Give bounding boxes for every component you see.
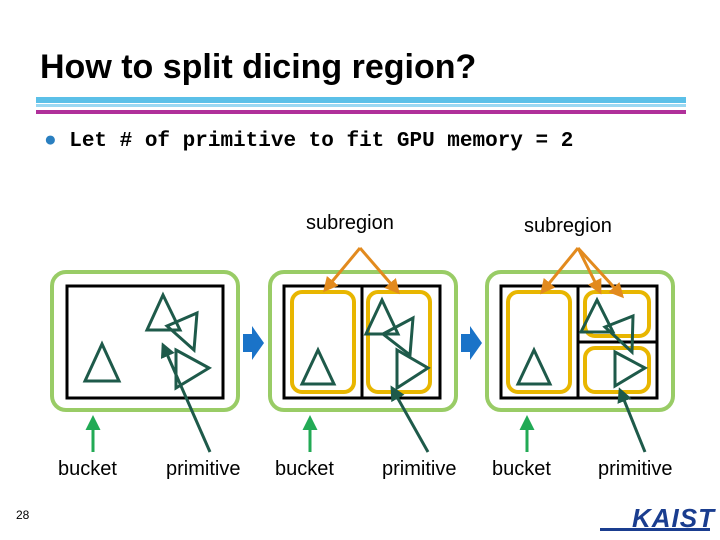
primitive-triangle <box>515 346 553 386</box>
bucket-box <box>290 290 356 394</box>
panel-2 <box>268 270 458 412</box>
bullet-text: Let # of primitive to fit GPU memory = 2 <box>69 130 574 153</box>
region-outline-3 <box>485 270 675 412</box>
primitive-triangle <box>395 347 431 391</box>
title-underline-light-blue <box>36 104 686 107</box>
primitive-label: primitive <box>598 458 673 480</box>
region-outline-1 <box>50 270 240 412</box>
primitive-label: primitive <box>382 458 457 480</box>
bullet-point: ● Let # of primitive to fit GPU memory =… <box>44 130 573 153</box>
subregion-label: subregion <box>306 212 394 234</box>
page-number: 28 <box>16 508 30 522</box>
primitive-arrow <box>160 342 212 453</box>
primitive-triangle <box>380 315 415 358</box>
bullet-dot-icon: ● <box>44 130 57 153</box>
primitive-triangle <box>82 340 122 383</box>
region-outline-2 <box>268 270 458 412</box>
primitive-arrow <box>390 385 430 453</box>
title-underline-blue <box>36 97 686 103</box>
subregion-arrows <box>323 246 625 299</box>
primitive-triangle <box>299 346 337 386</box>
primitive-arrow <box>617 387 647 453</box>
dicing-region-1 <box>65 284 225 400</box>
primitive-triangle <box>144 291 183 332</box>
subregion-label: subregion <box>524 215 612 237</box>
page-title: How to split dicing region? <box>40 48 477 86</box>
primitive-triangle <box>578 296 616 334</box>
logo-underline <box>600 528 710 531</box>
panel-3 <box>485 270 675 412</box>
bucket-box <box>583 290 651 338</box>
bucket-arrows <box>85 415 535 452</box>
panel-1 <box>50 270 240 412</box>
primitive-triangle <box>164 310 199 354</box>
primitive-arrows <box>160 342 647 453</box>
primitive-triangle <box>174 347 213 391</box>
primitive-triangle <box>602 313 635 356</box>
bucket-box <box>506 290 572 394</box>
primitive-label: primitive <box>166 458 241 480</box>
subregion-arrow <box>358 247 400 295</box>
bucket-label: bucket <box>58 458 117 480</box>
subregion-arrow <box>576 246 625 299</box>
subregion-arrow <box>540 247 580 295</box>
subregion-arrow <box>323 247 362 293</box>
step-arrow-icon <box>461 326 482 360</box>
bucket-label: bucket <box>275 458 334 480</box>
title-underline-magenta <box>36 110 686 114</box>
bucket-label: bucket <box>492 458 551 480</box>
subregion-arrow <box>576 247 602 295</box>
bucket-box <box>583 346 651 394</box>
step-arrow-icon <box>243 326 264 360</box>
primitive-triangle <box>613 349 649 389</box>
